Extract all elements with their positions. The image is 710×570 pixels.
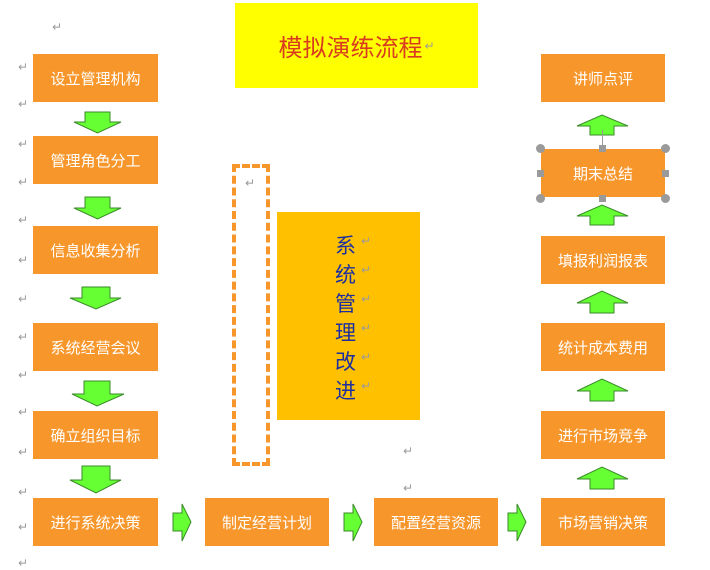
right-arrow-icon — [172, 503, 192, 542]
step-box-profit-report: 填报利润报表 — [541, 236, 665, 284]
selection-handle[interactable] — [661, 144, 670, 153]
down-arrow-icon — [69, 286, 122, 310]
step-label: 配置经营资源 — [390, 513, 481, 532]
step-box-system-decision: 进行系统决策 — [33, 498, 158, 546]
paragraph-mark-icon: ↵ — [245, 176, 256, 190]
paragraph-mark-icon: ↵ — [18, 368, 29, 382]
paragraph-mark-icon: ↵ — [18, 292, 29, 306]
paragraph-mark-icon: ↵ — [18, 97, 29, 111]
selection-handle[interactable] — [661, 194, 670, 203]
step-box-period-summary[interactable]: 期末总结 — [541, 149, 665, 197]
paragraph-mark-icon: ↵ — [18, 330, 29, 344]
up-arrow-icon — [576, 204, 629, 226]
center-char: 改↵ — [335, 350, 372, 374]
diagram-title: 模拟演练流程 — [278, 34, 423, 62]
up-arrow-icon — [576, 378, 629, 402]
paragraph-mark-icon: ↵ — [18, 556, 29, 570]
paragraph-mark-icon: ↵ — [424, 38, 435, 53]
step-box-info-analysis: 信息收集分析 — [33, 226, 158, 274]
paragraph-mark-icon: ↵ — [361, 234, 372, 248]
title-box: 模拟演练流程↵ — [235, 3, 478, 88]
step-label: 确立组织目标 — [50, 426, 141, 445]
paragraph-mark-icon: ↵ — [361, 350, 372, 364]
step-label: 制定经营计划 — [221, 513, 312, 532]
step-label: 系统经营会议 — [50, 338, 141, 357]
step-label: 设立管理机构 — [50, 69, 141, 88]
paragraph-mark-icon: ↵ — [361, 263, 372, 277]
paragraph-mark-icon: ↵ — [403, 444, 414, 458]
step-label: 进行市场竞争 — [557, 426, 648, 445]
paragraph-mark-icon: ↵ — [18, 175, 29, 189]
step-box-business-plan: 制定经营计划 — [205, 498, 329, 546]
step-label: 信息收集分析 — [50, 241, 141, 260]
center-improvement-box: 系↵ 统↵ 管↵ 理↵ 改↵ 进↵ — [277, 212, 420, 420]
step-label: 讲师点评 — [572, 69, 633, 88]
center-char: 管↵ — [335, 292, 372, 316]
center-char: 进↵ — [335, 379, 372, 403]
paragraph-mark-icon: ↵ — [18, 485, 29, 499]
paragraph-mark-icon: ↵ — [18, 445, 29, 459]
paragraph-mark-icon: ↵ — [18, 520, 29, 534]
step-box-role-division: 管理角色分工 — [33, 136, 158, 184]
selection-handle[interactable] — [599, 195, 606, 202]
down-arrow-icon — [69, 465, 122, 494]
selection-handle[interactable] — [537, 170, 544, 177]
paragraph-mark-icon: ↵ — [361, 292, 372, 306]
step-label: 填报利润报表 — [557, 251, 648, 270]
selection-handle[interactable] — [599, 145, 606, 152]
right-arrow-icon — [343, 503, 363, 542]
step-box-set-goals: 确立组织目标 — [33, 411, 158, 459]
center-char: 系↵ — [335, 234, 372, 258]
center-char: 理↵ — [335, 321, 372, 345]
right-arrow-icon — [507, 503, 527, 542]
paragraph-mark-icon: ↵ — [52, 20, 63, 34]
paragraph-mark-icon: ↵ — [18, 253, 29, 267]
center-char: 统↵ — [335, 263, 372, 287]
paragraph-mark-icon: ↵ — [403, 481, 414, 495]
selection-handle[interactable] — [536, 144, 545, 153]
step-box-operations-meeting: 系统经营会议 — [33, 323, 158, 371]
paragraph-mark-icon: ↵ — [18, 405, 29, 419]
step-label: 进行系统决策 — [50, 513, 141, 532]
paragraph-mark-icon: ↵ — [18, 60, 29, 74]
step-box-market-competition: 进行市场竞争 — [541, 411, 665, 459]
down-arrow-icon — [73, 196, 122, 220]
up-arrow-icon — [576, 114, 629, 136]
selection-handle[interactable] — [536, 194, 545, 203]
step-box-cost-statistics: 统计成本费用 — [541, 323, 665, 371]
step-label: 市场营销决策 — [557, 513, 648, 532]
step-box-instructor-review: 讲师点评 — [541, 54, 665, 102]
selection-handle[interactable] — [662, 170, 669, 177]
paragraph-mark-icon: ↵ — [361, 379, 372, 393]
up-arrow-icon — [576, 290, 629, 314]
step-label: 统计成本费用 — [557, 338, 648, 357]
step-box-setup-org: 设立管理机构 — [33, 54, 158, 102]
paragraph-mark-icon: ↵ — [361, 321, 372, 335]
dashed-bracket-frame — [232, 164, 270, 466]
down-arrow-icon — [71, 380, 125, 407]
up-arrow-icon — [576, 466, 629, 490]
step-label: 管理角色分工 — [50, 151, 141, 170]
step-box-marketing-decision: 市场营销决策 — [541, 498, 665, 546]
down-arrow-icon — [73, 111, 122, 134]
step-box-allocate-resources: 配置经营资源 — [374, 498, 498, 546]
step-label: 期末总结 — [572, 164, 633, 183]
paragraph-mark-icon: ↵ — [18, 137, 29, 151]
paragraph-mark-icon: ↵ — [18, 213, 29, 227]
